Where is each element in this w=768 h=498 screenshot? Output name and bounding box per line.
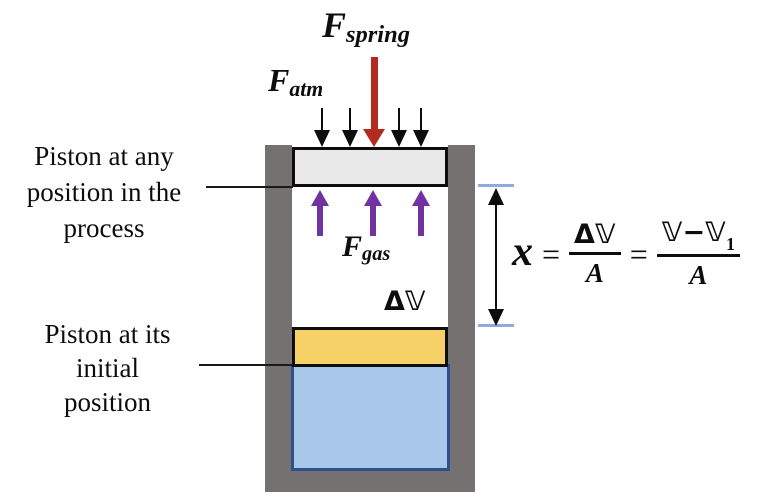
equation-lhs-x: x [512, 229, 533, 275]
gas-force-up-arrow-icon [311, 190, 329, 236]
v1-subscript: 1 [725, 233, 735, 254]
f-atm-symbol: F [268, 62, 290, 98]
f-gas-symbol: F [342, 230, 363, 263]
fraction-denominator: A [585, 258, 604, 288]
piston-any-position-label: Piston at any position in the process [5, 138, 203, 246]
delta-volume-label: Δ𝕍 [384, 286, 426, 317]
atm-force-down-arrow-icon [341, 108, 358, 147]
f-spring-label: Fspring [322, 4, 410, 49]
arrow-head-down [363, 129, 385, 147]
piston-initial-position-label: Piston at its initial position [25, 317, 190, 419]
arrow-shaft [495, 205, 497, 309]
piston-initial-pointer-line [199, 364, 293, 366]
f-gas-subscript: gas [362, 243, 391, 266]
f-gas-label: Fgas [342, 230, 391, 266]
equals-sign: = [629, 235, 648, 272]
gas-force-up-arrow-icon [412, 190, 430, 236]
piston-current-position [292, 147, 448, 187]
atm-force-down-arrow-icon [313, 108, 330, 147]
f-spring-symbol: F [322, 5, 347, 45]
piston-any-pointer-line [206, 186, 293, 188]
f-spring-subscript: spring [346, 21, 410, 49]
label-line: position in the [26, 177, 182, 207]
atm-force-down-arrow-icon [412, 108, 429, 147]
fraction-numerator: Δ𝕍 [574, 219, 616, 250]
spring-force-down-arrow-icon [363, 57, 385, 147]
displacement-equation: x = Δ𝕍 A = 𝕍−𝕍1 A [512, 204, 740, 304]
equals-sign: = [542, 235, 561, 272]
fraction-v-minus-v1-over-a: 𝕍−𝕍1 A [656, 216, 740, 291]
fraction-delta-v-over-a: Δ𝕍 A [569, 219, 621, 289]
fraction-bar [569, 252, 621, 255]
label-line: position [63, 387, 151, 417]
label-line: Piston at any [34, 141, 174, 171]
atm-force-down-arrow-icon [390, 108, 407, 147]
label-line: Piston at its [44, 319, 171, 349]
arrow-head-up [488, 188, 504, 205]
label-line: process [63, 213, 145, 243]
arrow-shaft [370, 57, 378, 129]
fraction-denominator: A [689, 260, 708, 291]
label-line: initial [76, 353, 139, 383]
initial-gas-volume-region [291, 364, 450, 471]
arrow-head-down [488, 309, 504, 326]
fraction-numerator: 𝕍−𝕍1 [661, 216, 735, 254]
gas-force-up-arrow-icon [364, 190, 382, 236]
f-atm-label: Fatm [268, 62, 324, 101]
piston-initial-position [292, 327, 448, 367]
fraction-bar [656, 254, 740, 258]
f-atm-subscript: atm [289, 76, 324, 101]
extent-tick-top [478, 184, 514, 187]
displacement-double-arrow-icon [486, 188, 506, 326]
